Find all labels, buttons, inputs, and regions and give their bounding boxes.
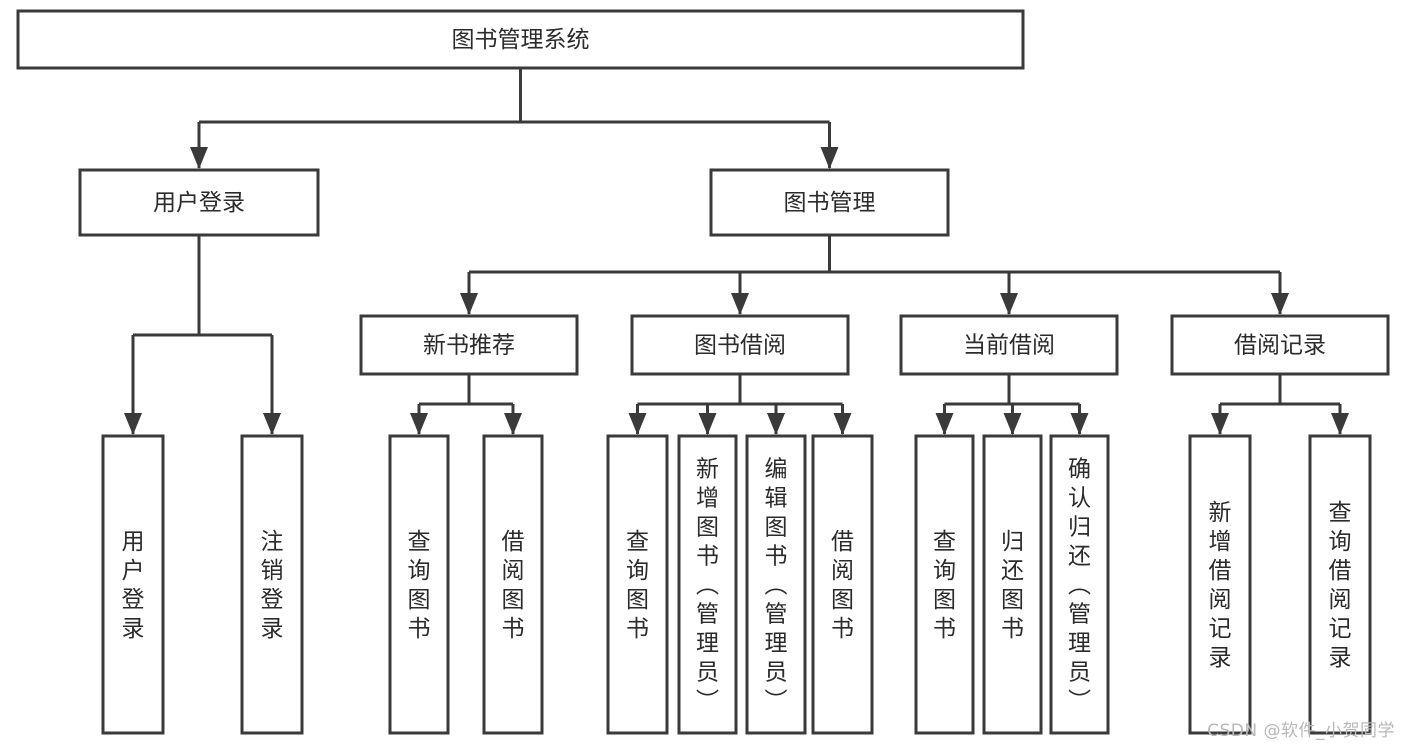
- node-level3-1-label: 图书借阅: [694, 333, 786, 359]
- node-leaf-7-label: 借阅图书: [831, 529, 854, 642]
- node-leaf-1-label: 注销登录: [261, 529, 284, 642]
- arrow-head-icon: [628, 413, 647, 435]
- arrow-head-icon: [263, 413, 281, 435]
- node-leaf-0-label: 用户登录: [122, 529, 145, 642]
- node-leaf-0-box: [101, 434, 165, 735]
- arrow-head-icon: [1331, 413, 1349, 435]
- node-leaf-5[interactable]: 新增图书︵管理员︶: [677, 434, 738, 735]
- node-leaf-6-box: [745, 434, 807, 735]
- node-level2-1-label: 图书管理: [784, 190, 876, 216]
- node-level3-3[interactable]: 借阅记录: [1170, 314, 1390, 376]
- arrow-head-icon: [190, 147, 208, 169]
- node-leaf-10[interactable]: 确认归还︵管理员︶: [1049, 434, 1110, 735]
- arrow-head-icon: [1070, 413, 1089, 435]
- node-leaf-2-label: 查询图书: [408, 529, 431, 642]
- arrow-head-icon: [1003, 413, 1022, 435]
- arrow-head-icon: [1211, 413, 1229, 435]
- node-level3-1-box: [630, 314, 850, 376]
- arrow-head-icon: [833, 413, 852, 435]
- node-leaf-11-label: 新增借阅记录: [1209, 500, 1232, 671]
- arrow-head-icon: [935, 413, 954, 435]
- node-level2-0-box: [78, 168, 320, 237]
- node-leaf-12-box: [1308, 434, 1372, 735]
- node-leaf-12[interactable]: 查询借阅记录: [1308, 434, 1372, 735]
- arrow-head-icon: [1271, 293, 1289, 315]
- node-leaf-9[interactable]: 归还图书: [982, 434, 1043, 735]
- arrow-head-icon: [820, 147, 839, 169]
- arrow-head-icon: [731, 293, 749, 315]
- node-leaf-7[interactable]: 借阅图书: [811, 434, 874, 735]
- nodes-layer: 图书管理系统用户登录图书管理新书推荐图书借阅当前借阅借阅记录用户登录注销登录查询…: [16, 9, 1390, 735]
- node-root-book-management-system-box: [16, 9, 1025, 70]
- node-leaf-3-box: [482, 434, 544, 735]
- node-level2-0[interactable]: 用户登录: [78, 168, 320, 237]
- node-level3-3-box: [1170, 314, 1390, 376]
- node-leaf-8-label: 查询图书: [933, 529, 956, 642]
- node-level3-2-label: 当前借阅: [963, 333, 1055, 359]
- node-leaf-4[interactable]: 查询图书: [606, 434, 669, 735]
- node-leaf-11-box: [1188, 434, 1252, 735]
- node-leaf-9-label: 归还图书: [1001, 529, 1024, 642]
- node-leaf-10-label: 确认归还︵管理员︶: [1068, 457, 1091, 715]
- node-root-book-management-system-label: 图书管理系统: [452, 27, 590, 53]
- node-level3-2[interactable]: 当前借阅: [899, 314, 1119, 376]
- connectors-layer: [124, 68, 1349, 435]
- node-leaf-9-box: [982, 434, 1043, 735]
- node-leaf-2-box: [388, 434, 450, 735]
- node-leaf-2[interactable]: 查询图书: [388, 434, 450, 735]
- node-level2-1[interactable]: 图书管理: [709, 168, 950, 237]
- node-leaf-5-label: 新增图书︵管理员︶: [696, 457, 719, 715]
- node-level3-3-label: 借阅记录: [1234, 333, 1326, 359]
- arrow-head-icon: [698, 413, 717, 435]
- node-leaf-10-box: [1049, 434, 1110, 735]
- node-level3-0-box: [359, 314, 579, 376]
- arrow-head-icon: [1000, 293, 1018, 315]
- node-leaf-7-box: [811, 434, 874, 735]
- node-leaf-6[interactable]: 编辑图书︵管理员︶: [745, 434, 807, 735]
- arrow-head-icon: [767, 413, 785, 435]
- node-leaf-4-box: [606, 434, 669, 735]
- node-leaf-12-label: 查询借阅记录: [1329, 500, 1352, 671]
- node-level3-0[interactable]: 新书推荐: [359, 314, 579, 376]
- node-leaf-1[interactable]: 注销登录: [240, 434, 304, 735]
- node-leaf-5-box: [677, 434, 738, 735]
- node-leaf-0[interactable]: 用户登录: [101, 434, 165, 735]
- node-root-book-management-system[interactable]: 图书管理系统: [16, 9, 1025, 70]
- node-leaf-8-box: [914, 434, 975, 735]
- node-leaf-6-label: 编辑图书︵管理员︶: [765, 457, 788, 715]
- arrow-head-icon: [124, 413, 142, 435]
- node-leaf-4-label: 查询图书: [626, 529, 649, 642]
- arrow-head-icon: [504, 413, 522, 435]
- node-leaf-11[interactable]: 新增借阅记录: [1188, 434, 1252, 735]
- node-level2-0-label: 用户登录: [153, 190, 245, 216]
- node-leaf-8[interactable]: 查询图书: [914, 434, 975, 735]
- node-leaf-3-label: 借阅图书: [502, 529, 525, 642]
- node-level2-1-box: [709, 168, 950, 237]
- node-level3-0-label: 新书推荐: [423, 333, 515, 359]
- arrow-head-icon: [410, 413, 428, 435]
- node-level3-1[interactable]: 图书借阅: [630, 314, 850, 376]
- arrow-head-icon: [460, 293, 478, 315]
- node-level3-2-box: [899, 314, 1119, 376]
- node-leaf-1-box: [240, 434, 304, 735]
- node-leaf-3[interactable]: 借阅图书: [482, 434, 544, 735]
